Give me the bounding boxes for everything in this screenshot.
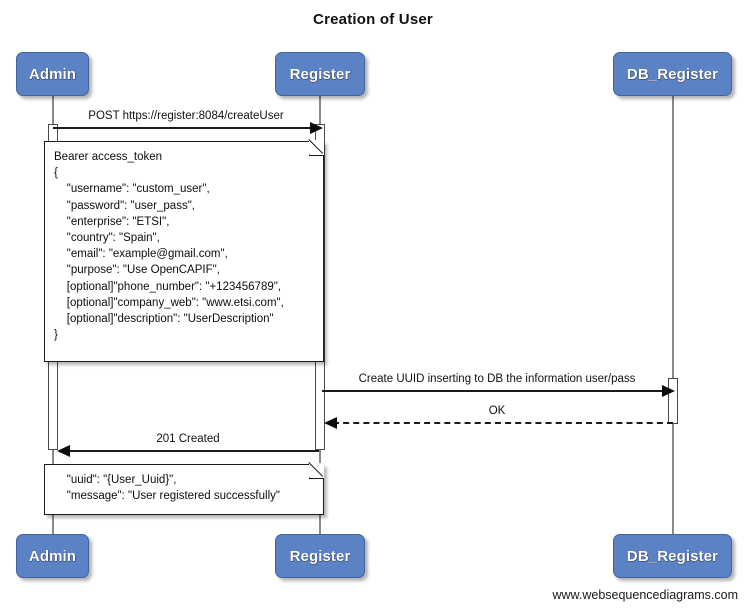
note-line: } <box>54 329 58 342</box>
watermark-text: www.websequencediagrams.com <box>552 588 738 602</box>
note-line: "purpose": "Use OpenCAPIF", <box>54 264 220 277</box>
note-line: "password": "user_pass", <box>54 199 195 212</box>
note-line: "uuid": "{User_Uuid}", <box>54 474 177 486</box>
participant-register-top[interactable]: Register <box>275 52 365 96</box>
note-response-body: "uuid": "{User_Uuid}", "message": "User … <box>44 463 324 515</box>
message-line-ok <box>333 422 673 424</box>
participant-register-bottom[interactable]: Register <box>275 534 365 578</box>
message-arrowhead-ok <box>324 417 337 429</box>
message-arrowhead-create-uuid <box>662 385 675 397</box>
participant-admin-top[interactable]: Admin <box>16 52 89 96</box>
note-request-body: Bearer access_token { "username": "custo… <box>44 140 324 362</box>
participant-label: Register <box>289 65 351 83</box>
message-label-create-uuid: Create UUID inserting to DB the informat… <box>358 373 636 385</box>
note-fold-icon <box>309 140 324 156</box>
page-title: Creation of User <box>313 11 433 28</box>
participant-db-register-bottom[interactable]: DB_Register <box>613 534 732 578</box>
note-line: "username": "custom_user", <box>54 183 210 196</box>
message-arrowhead-post-create-user <box>310 122 323 134</box>
message-label-201-created: 201 Created <box>156 433 220 445</box>
message-line-create-uuid <box>322 390 668 392</box>
participant-label: Admin <box>28 65 77 83</box>
activation-bar-db-register <box>668 378 678 424</box>
note-line: [optional]"phone_number": "+123456789", <box>54 280 282 293</box>
message-label-ok: OK <box>488 405 506 417</box>
note-fold-icon <box>309 463 324 479</box>
message-line-post-create-user <box>53 127 315 129</box>
note-line: { <box>54 167 58 180</box>
message-arrowhead-201-created <box>57 445 70 457</box>
message-label-post-create-user: POST https://register:8084/createUser <box>88 110 284 122</box>
participant-admin-bottom[interactable]: Admin <box>16 534 89 578</box>
participant-label: Register <box>289 547 351 565</box>
note-line: "enterprise": "ETSI", <box>54 215 170 228</box>
lifeline-db-register <box>672 96 674 534</box>
participant-db-register-top[interactable]: DB_Register <box>613 52 732 96</box>
message-line-201-created <box>66 450 319 452</box>
note-line: "country": "Spain", <box>54 232 160 245</box>
note-line: [optional]"company_web": "www.etsi.com", <box>54 296 284 309</box>
note-line: "message": "User registered successfully… <box>54 490 280 503</box>
note-line: "email": "example@gmail.com", <box>54 248 228 261</box>
participant-label: DB_Register <box>626 547 719 565</box>
participant-label: DB_Register <box>626 65 719 83</box>
note-line: Bearer access_token <box>54 151 163 163</box>
participant-label: Admin <box>28 547 77 565</box>
note-line: [optional]"description": "UserDescriptio… <box>54 313 274 326</box>
